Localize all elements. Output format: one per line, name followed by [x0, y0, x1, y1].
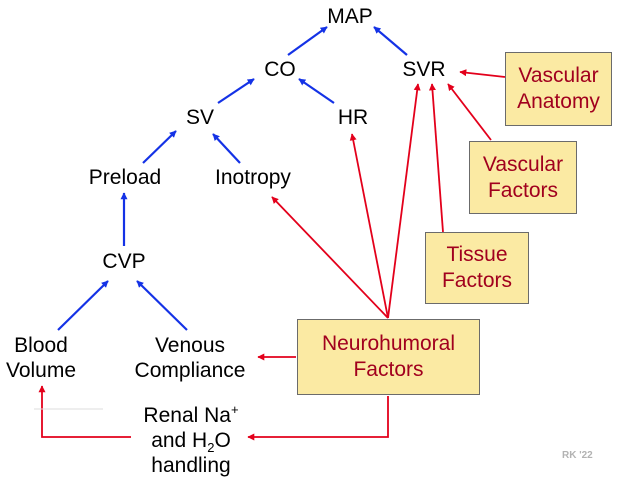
box-neurohumoral-factors: Neurohumoral Factors — [297, 319, 480, 395]
node-co: CO — [264, 58, 296, 81]
neurohumoral-line2: Factors — [353, 358, 424, 381]
arrow-neuro-to-inotropy — [271, 196, 389, 319]
arrow-preload-to-sv — [142, 130, 177, 164]
venous-compliance-line1: Venous — [154, 334, 226, 357]
arrow-neuro-to-hr — [349, 133, 389, 319]
vascular-factors-line2: Factors — [487, 178, 558, 202]
node-sv: SV — [185, 106, 214, 129]
node-map: MAP — [327, 5, 373, 28]
vascular-factors-line1: Vascular — [482, 152, 564, 176]
arrow-vascular-factors-to-svr — [447, 83, 492, 141]
box-vascular-anatomy: Vascular Anatomy — [505, 52, 612, 126]
arrow-neuro-to-svr — [387, 83, 421, 319]
node-blood-volume: Blood Volume — [0, 333, 82, 383]
node-inotropy: Inotropy — [215, 166, 291, 189]
renal-line1: Renal Na+ — [143, 402, 239, 427]
credit-mark: RK '22 — [562, 450, 593, 461]
tissue-factors-line2: Factors — [441, 269, 512, 292]
node-venous-compliance: Venous Compliance — [122, 333, 258, 383]
arrow-tissue-factors-to-svr — [428, 83, 444, 233]
arrow-vascular-anatomy-to-svr — [459, 69, 506, 78]
node-preload: Preload — [88, 166, 162, 189]
arrow-neuro-to-renal — [247, 396, 389, 441]
vascular-anatomy-line1: Vascular — [518, 64, 599, 87]
box-tissue-factors: Tissue Factors — [425, 232, 529, 304]
node-cvp: CVP — [102, 250, 146, 273]
tissue-factors-line1: Tissue — [446, 243, 508, 266]
node-renal-handling: Renal Na+ and H2O handling — [122, 403, 260, 478]
box-vascular-factors: Vascular Factors — [469, 141, 577, 214]
blood-volume-line1: Blood — [14, 334, 68, 357]
arrow-hr-to-co — [298, 78, 335, 104]
arrow-blood-volume-to-cvp — [57, 280, 109, 331]
arrow-svr-to-map — [373, 26, 408, 56]
venous-compliance-line2: Compliance — [134, 359, 246, 382]
blood-volume-line2: Volume — [5, 359, 77, 382]
arrow-sv-to-co — [217, 78, 255, 104]
renal-line3: handling — [151, 454, 231, 477]
node-hr: HR — [337, 106, 369, 129]
renal-line2: and H2O — [151, 429, 231, 456]
arrow-venous-compliance-to-cvp — [136, 280, 188, 331]
arrow-inotropy-to-sv — [212, 133, 241, 164]
arrow-co-to-map — [287, 26, 328, 56]
arrow-renal-to-blood-volume — [38, 385, 131, 438]
vascular-anatomy-line2: Anatomy — [517, 90, 600, 113]
neurohumoral-line1: Neurohumoral — [321, 332, 456, 355]
node-svr: SVR — [402, 58, 446, 81]
